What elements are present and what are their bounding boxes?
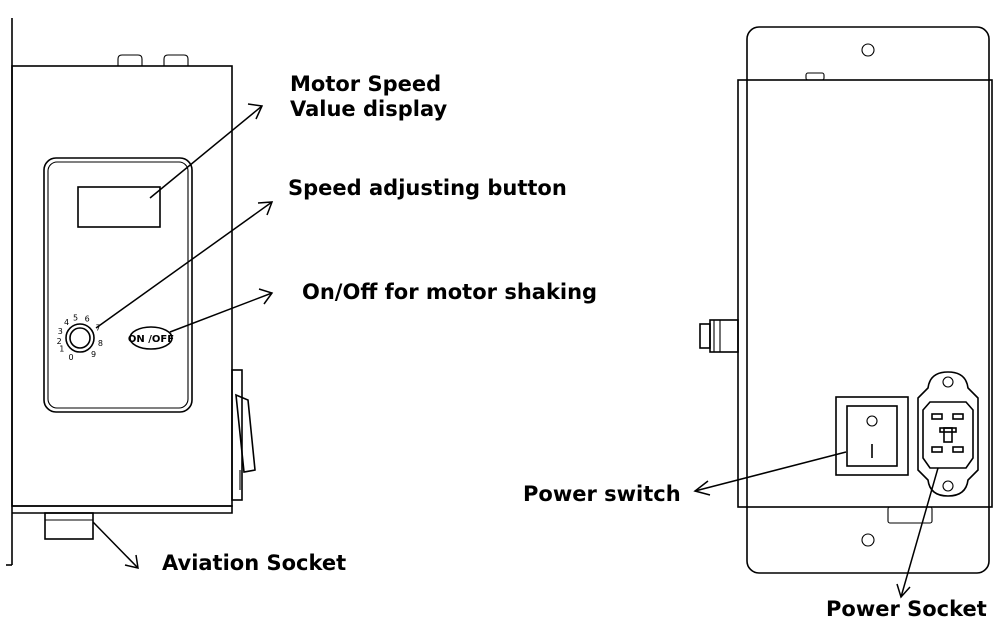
arrow-power-switch [694, 451, 847, 492]
dial-number-2: 2 [57, 337, 62, 346]
dial-number-8: 8 [98, 339, 103, 348]
dial-number-0: 0 [69, 353, 74, 362]
side-bracket [231, 369, 243, 501]
on-off-button-text: ON /OFF [128, 334, 174, 345]
aviation-socket [44, 512, 94, 540]
controller-back-view [699, 26, 993, 574]
mounting-hole [861, 43, 875, 57]
power-socket[interactable] [917, 371, 979, 497]
speed-knob[interactable] [65, 323, 95, 353]
back-mounting-plate [746, 26, 990, 574]
arrow-speed-adjust [95, 201, 273, 329]
label-on-off-shaking: On/Off for motor shaking [302, 280, 598, 304]
socket-pin [931, 446, 943, 453]
dial-number-9: 9 [91, 350, 96, 359]
top-nub [117, 54, 143, 66]
back-housing [737, 79, 993, 508]
socket-pin [952, 446, 964, 453]
controller-housing [11, 65, 233, 507]
power-switch-off-symbol [866, 415, 878, 427]
label-aviation-socket: Aviation Socket [162, 551, 347, 575]
power-switch[interactable] [835, 396, 909, 476]
label-speed-adjust: Speed adjusting button [288, 176, 567, 200]
label-motor-speed: Motor Speed [290, 72, 442, 96]
socket-screw-top [942, 376, 954, 388]
dial-number-3: 3 [58, 327, 63, 336]
socket-pin [931, 413, 943, 420]
label-power-socket: Power Socket [826, 597, 987, 621]
arrow-on-off [169, 292, 273, 333]
dial-number-1: 1 [59, 345, 64, 354]
top-nub [163, 54, 189, 66]
mounting-hole [861, 533, 875, 547]
arrow-power-socket [900, 467, 939, 598]
bottom-flange [12, 505, 233, 514]
dial-number-5: 5 [73, 314, 78, 323]
dial-number-6: 6 [85, 314, 90, 323]
control-panel [43, 157, 193, 413]
label-value-display: Value display [290, 97, 448, 121]
on-off-button[interactable] [129, 326, 173, 350]
side-connector [699, 323, 711, 349]
dial-number-4: 4 [64, 318, 69, 327]
socket-pin [952, 413, 964, 420]
speed-value-display [77, 186, 161, 228]
dial-number-7: 7 [96, 324, 101, 333]
socket-screw-bottom [942, 480, 954, 492]
arrow-aviation-socket [92, 521, 139, 569]
callout-arrows [92, 103, 939, 599]
label-power-switch: Power switch [523, 482, 681, 506]
arrow-motor-speed [149, 105, 263, 199]
side-rocker [235, 393, 256, 473]
